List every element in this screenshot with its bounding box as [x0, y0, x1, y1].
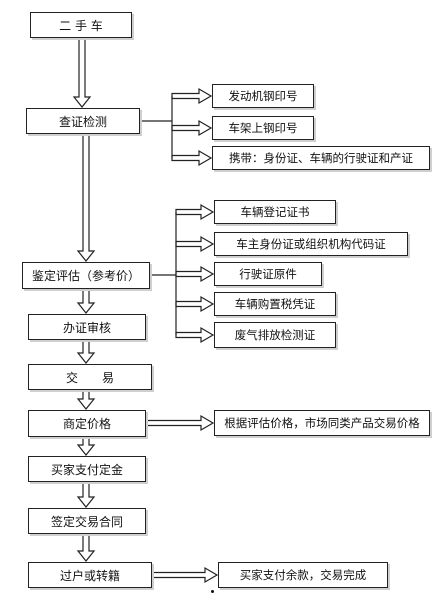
step-used-car: 二 手 车 [30, 12, 132, 38]
dot-mark [211, 590, 214, 593]
arrow-to-owner-id [175, 235, 215, 253]
arrow-to-engine-stamp [171, 87, 213, 105]
arrow-to-purchase-tax [175, 295, 215, 313]
arrow-to-emission-test [175, 326, 215, 344]
step-appraisal: 鉴定评估（参考价） [22, 262, 150, 289]
arrow-trade-to-price [76, 389, 96, 410]
step-trade: 交 易 [28, 364, 152, 390]
doc-owner-id: 车主身份证或组织机构代码证 [214, 232, 408, 256]
price-basis-note: 根据评估价格，市场同类产品交易价格 [214, 410, 430, 436]
arrow-contract-to-transfer [76, 533, 96, 562]
doc-driving-license: 行驶证原件 [214, 262, 322, 286]
arrow-to-final-note [151, 566, 219, 584]
step-verify-inspect: 查证检测 [26, 108, 140, 134]
item-engine-stamp: 发动机钢印号 [212, 84, 314, 108]
branch-lines [140, 96, 177, 335]
arrow-used-car-to-verify [72, 37, 92, 108]
step-license-review: 办证审核 [28, 314, 146, 340]
final-payment-note: 买家支付余款，交易完成 [218, 562, 388, 588]
arrow-to-registration [175, 203, 215, 221]
arrow-to-carry-documents [171, 149, 213, 167]
arrow-deposit-to-contract [76, 481, 96, 508]
doc-purchase-tax: 车辆购置税凭证 [214, 292, 336, 316]
doc-registration-certificate: 车辆登记证书 [214, 200, 336, 224]
arrow-to-frame-stamp [171, 119, 213, 137]
connector-arrows [72, 37, 219, 584]
step-buyer-deposit: 买家支付定金 [28, 456, 146, 482]
arrow-to-price-note [145, 414, 215, 432]
doc-emission-test: 废气排放检测证 [214, 322, 336, 348]
step-negotiate-price: 商定价格 [28, 410, 146, 437]
step-transfer: 过户或转籍 [28, 562, 152, 588]
arrow-verify-to-appraisal [76, 133, 96, 262]
item-carry-documents: 携带：身份证、车辆的行驶证和产证 [212, 146, 430, 170]
arrow-to-driving-license [175, 265, 215, 283]
arrow-review-to-trade [76, 339, 96, 364]
arrow-price-to-deposit [76, 436, 96, 456]
arrow-appraisal-to-review [76, 288, 96, 314]
item-frame-stamp: 车架上钢印号 [212, 116, 314, 140]
step-sign-contract: 签定交易合同 [28, 508, 146, 534]
